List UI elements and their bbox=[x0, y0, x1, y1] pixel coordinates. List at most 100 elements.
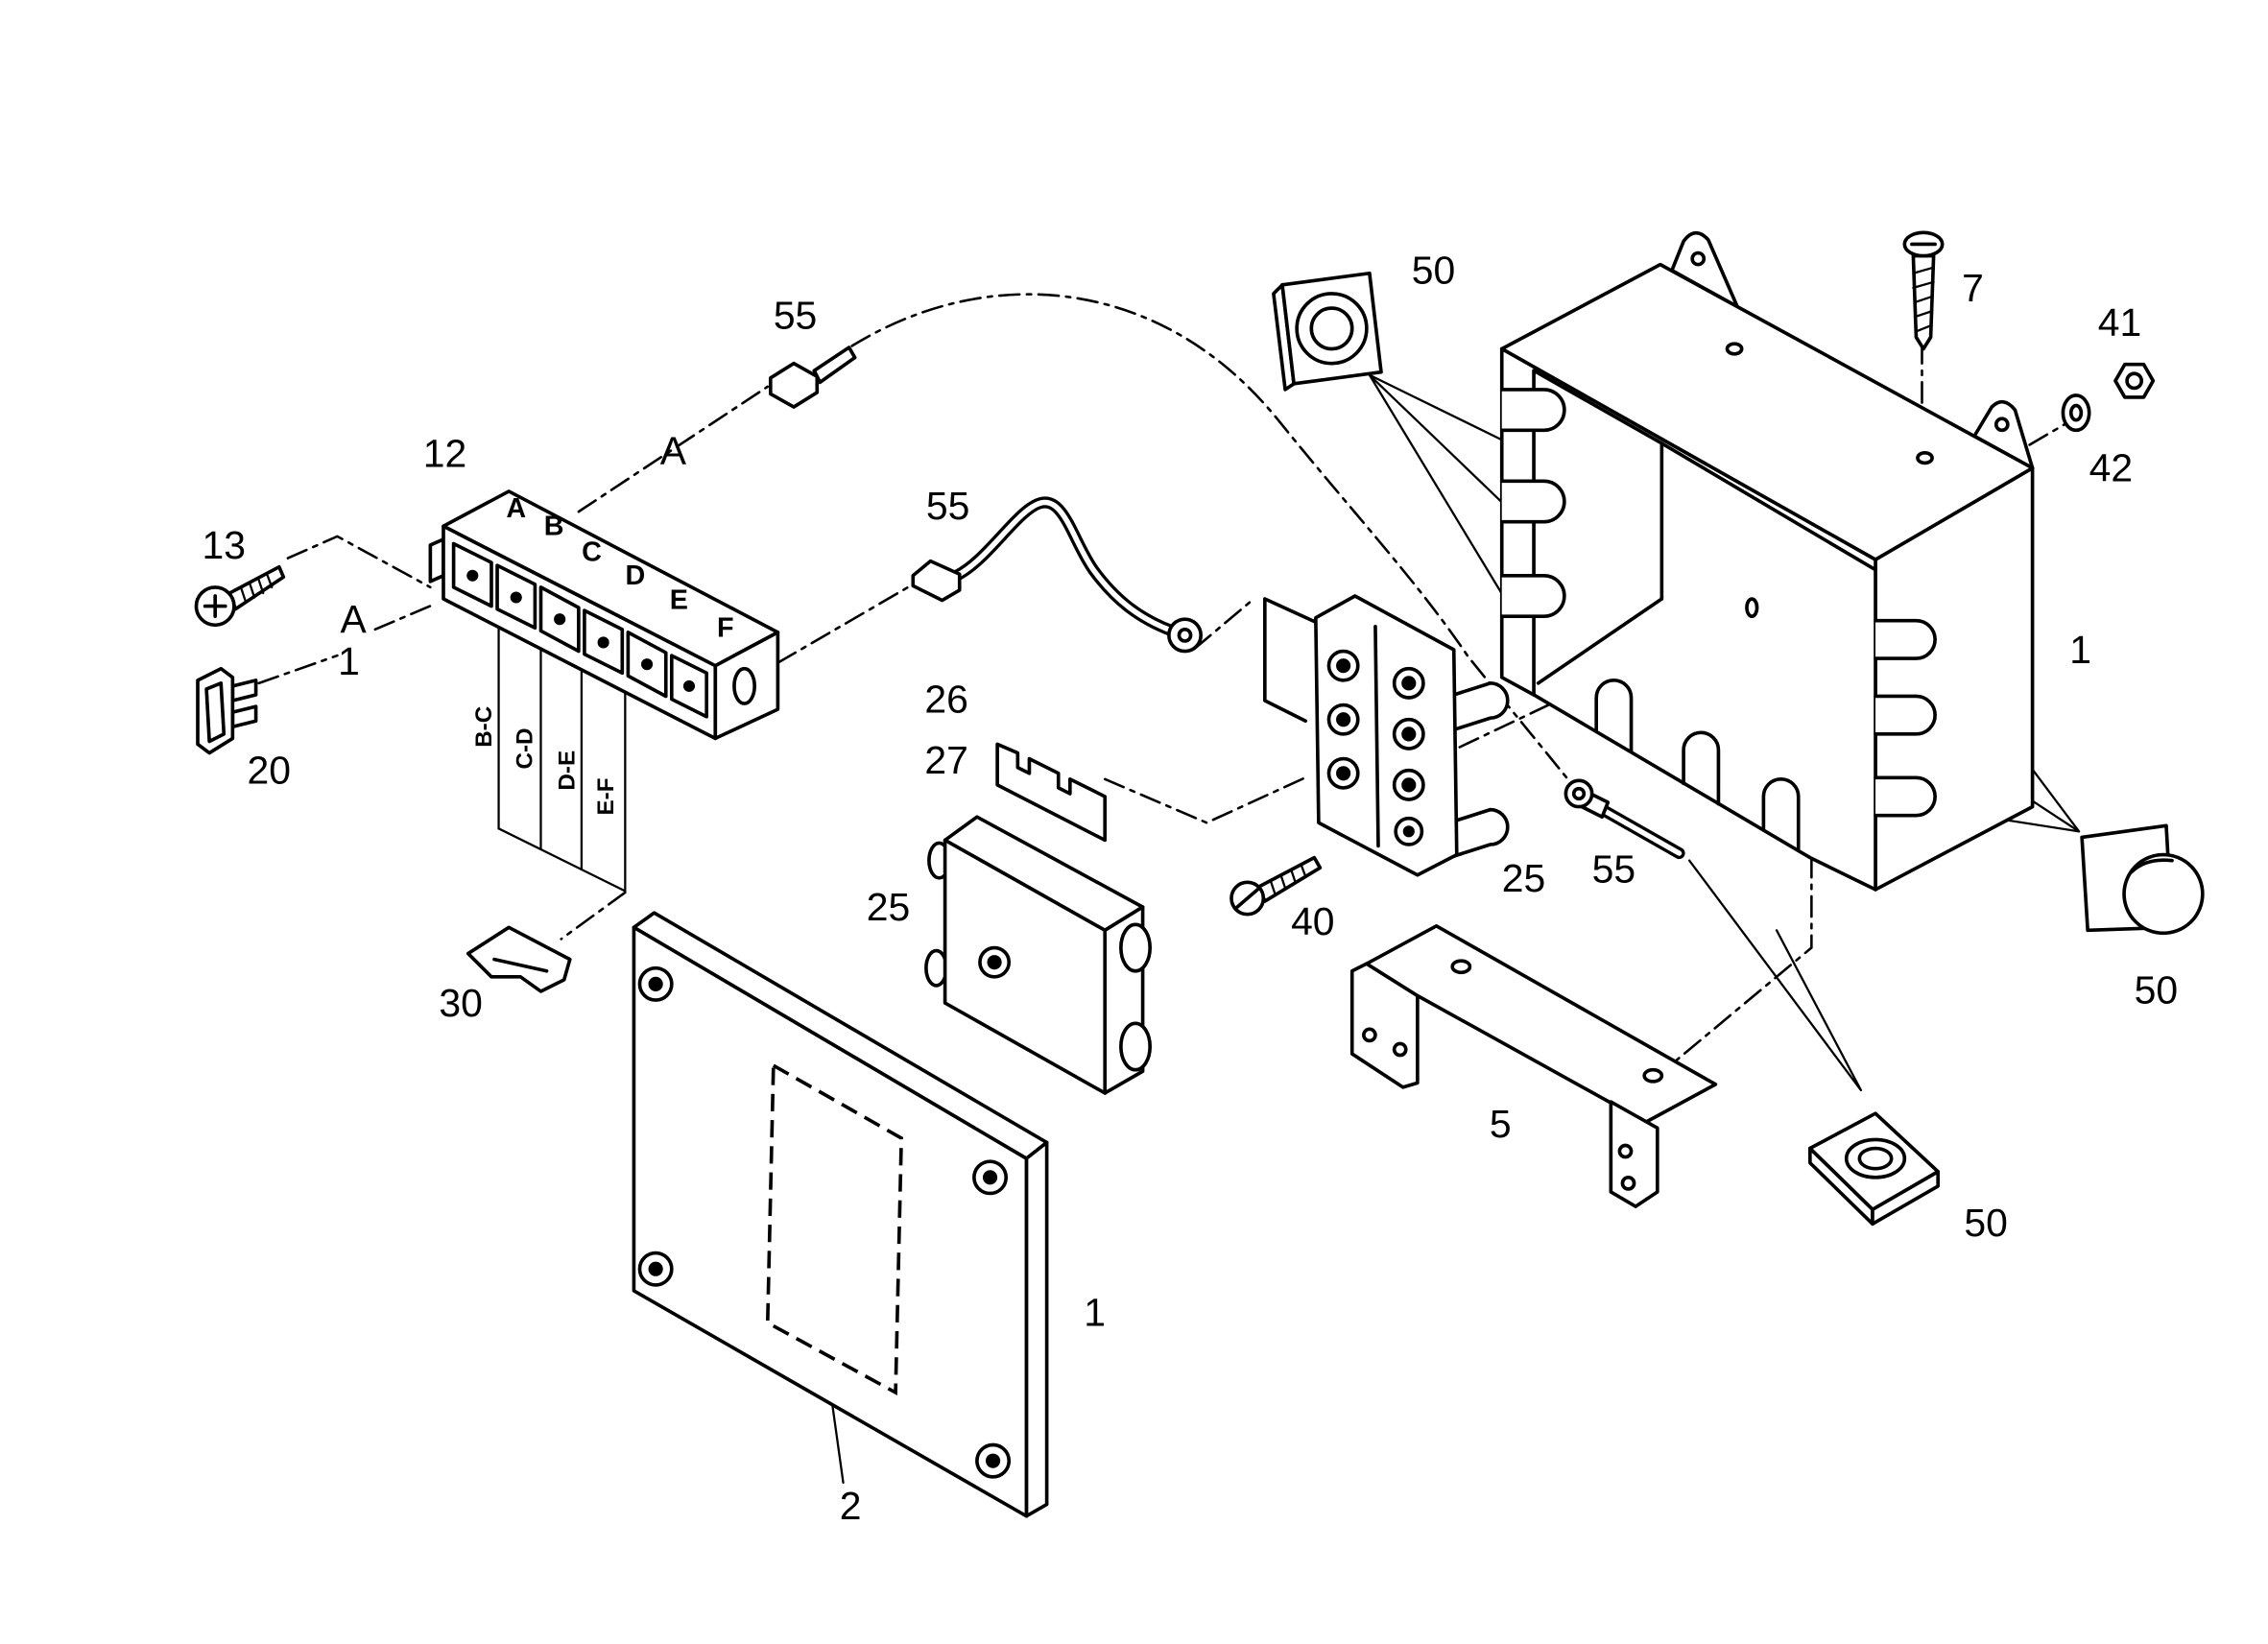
bridge-line bbox=[497, 827, 627, 893]
terminal-upper bbox=[768, 345, 857, 409]
bridge-label: E-F bbox=[593, 777, 619, 815]
bridge-label: B-C bbox=[471, 706, 497, 748]
box-notch bbox=[1594, 679, 1634, 753]
washer-hole bbox=[2068, 403, 2084, 422]
callout-label-area: 2 bbox=[840, 1484, 862, 1528]
fuse-cell-contact bbox=[682, 679, 696, 692]
box-interior bbox=[1499, 346, 1877, 892]
line-a-left bbox=[373, 603, 435, 631]
bracket bbox=[1349, 923, 1718, 1208]
terminal-block bbox=[1263, 594, 1510, 877]
callout-screw-fuse-block: 13 bbox=[203, 523, 246, 567]
plate-bolt-center bbox=[982, 1170, 998, 1185]
fuse-window bbox=[204, 681, 227, 744]
terminal-cover bbox=[924, 815, 1152, 1095]
line-jumper bbox=[1103, 774, 1310, 824]
ring-terminal-hole bbox=[1571, 786, 1587, 801]
washer bbox=[2061, 393, 2091, 433]
fuse-position-label: C bbox=[582, 537, 602, 568]
plate-front-face bbox=[632, 925, 1029, 1518]
jumper-comb bbox=[995, 742, 1108, 843]
callout-wire-terminal: 55 bbox=[926, 484, 969, 528]
fuse-cell-contact bbox=[466, 569, 479, 582]
cover-tube bbox=[1119, 1021, 1152, 1072]
callout-box: 1 bbox=[2069, 628, 2091, 672]
cover-hole-center bbox=[987, 955, 1002, 970]
bracket-hole bbox=[1642, 1067, 1664, 1084]
fuse-cells bbox=[451, 541, 708, 719]
bridge-label: D-E bbox=[554, 751, 580, 791]
callout-terminal-block: 25 bbox=[1502, 856, 1545, 900]
box-notch bbox=[1682, 730, 1721, 806]
callout-ring-terminal: 55 bbox=[1592, 847, 1635, 892]
box-hole bbox=[1745, 597, 1759, 619]
fuse-position-label: F bbox=[717, 612, 734, 643]
fuse-cell-contact bbox=[554, 613, 566, 626]
box-notch bbox=[1874, 775, 1937, 818]
callout-grommet-upper: 50 bbox=[1412, 249, 1455, 293]
fuse-blade bbox=[230, 679, 258, 703]
part-callouts: 55 50 7 41 42 12 55 13 20 26 27 25 30 40… bbox=[203, 249, 2179, 1528]
screw-box bbox=[1902, 230, 1945, 351]
terminal-block-body bbox=[1314, 594, 1459, 877]
terminal-screw-center bbox=[1401, 727, 1417, 742]
grommet-hole bbox=[1857, 1146, 1894, 1171]
leader-grommet-upper bbox=[1368, 373, 1522, 612]
screw-shaft bbox=[1256, 855, 1323, 903]
box-notch bbox=[1874, 618, 1937, 660]
wire-connector bbox=[911, 559, 962, 603]
screw-thread bbox=[1912, 266, 1935, 333]
screw-fuse-block bbox=[194, 564, 286, 628]
box-inner-edges bbox=[1532, 369, 1877, 697]
box-notch bbox=[1499, 573, 1566, 619]
box-notch bbox=[1874, 694, 1937, 736]
connection-mark-left-a: A bbox=[340, 597, 367, 641]
screw-thread bbox=[1269, 864, 1307, 895]
grommet-upper bbox=[1272, 271, 1383, 392]
terminal-block-flange bbox=[1451, 807, 1510, 858]
fuse-block-end-detail bbox=[732, 666, 756, 705]
terminal-screw-center bbox=[1336, 712, 1351, 727]
box-hole bbox=[1725, 342, 1744, 356]
fuse-cell-contact bbox=[597, 636, 609, 649]
fuse-blade bbox=[230, 704, 258, 729]
bridge-labels: B-C C-D D-E E-F bbox=[471, 706, 619, 816]
plate-right-edge bbox=[1024, 1140, 1049, 1518]
fuse-block bbox=[428, 489, 780, 741]
terminal-screw-center bbox=[1401, 676, 1417, 691]
bracket-hole bbox=[1450, 959, 1472, 975]
line-screw-13 bbox=[286, 535, 432, 589]
wire-core bbox=[953, 499, 1175, 634]
grommet-right bbox=[2080, 823, 2205, 936]
line-bracket bbox=[1653, 670, 1813, 1081]
fuse-position-label: D bbox=[626, 560, 646, 591]
plate-bolt-center bbox=[648, 976, 663, 991]
leader-grommet-lower bbox=[1687, 859, 1863, 1092]
callout-terminal-upper: 55 bbox=[774, 294, 817, 338]
bracket-hole bbox=[1392, 1041, 1408, 1058]
callout-jumper-upper: 26 bbox=[924, 678, 967, 722]
box-hole bbox=[1916, 450, 1934, 465]
callout-screw-box: 7 bbox=[1962, 266, 1984, 310]
screw-thread bbox=[240, 574, 274, 604]
bridge-lines bbox=[497, 627, 627, 893]
callout-fuse-block: 12 bbox=[423, 432, 466, 476]
box-notch bbox=[1499, 388, 1566, 433]
box-ear-right bbox=[1972, 399, 2035, 470]
cover-plate bbox=[632, 911, 1049, 1518]
terminal-block-rail bbox=[1263, 597, 1318, 724]
callout-cover-plate: 1 bbox=[1084, 1291, 1106, 1335]
nut bbox=[2113, 362, 2156, 399]
plate-bolt-center bbox=[648, 1261, 663, 1276]
cover-tube bbox=[1119, 922, 1152, 973]
ear-hole bbox=[1690, 250, 1707, 267]
callout-washer: 42 bbox=[2089, 446, 2133, 490]
callout-jumper-lower: 27 bbox=[924, 738, 967, 782]
grommet-hole bbox=[1309, 306, 1354, 351]
ring-terminal-wire-core bbox=[1591, 802, 1683, 856]
fuse-position-label: B bbox=[544, 511, 564, 541]
clip-body bbox=[466, 925, 572, 993]
callout-clip: 30 bbox=[439, 981, 482, 1025]
screw-terminal-block bbox=[1229, 855, 1323, 917]
terminal-screw-center bbox=[1336, 658, 1351, 674]
